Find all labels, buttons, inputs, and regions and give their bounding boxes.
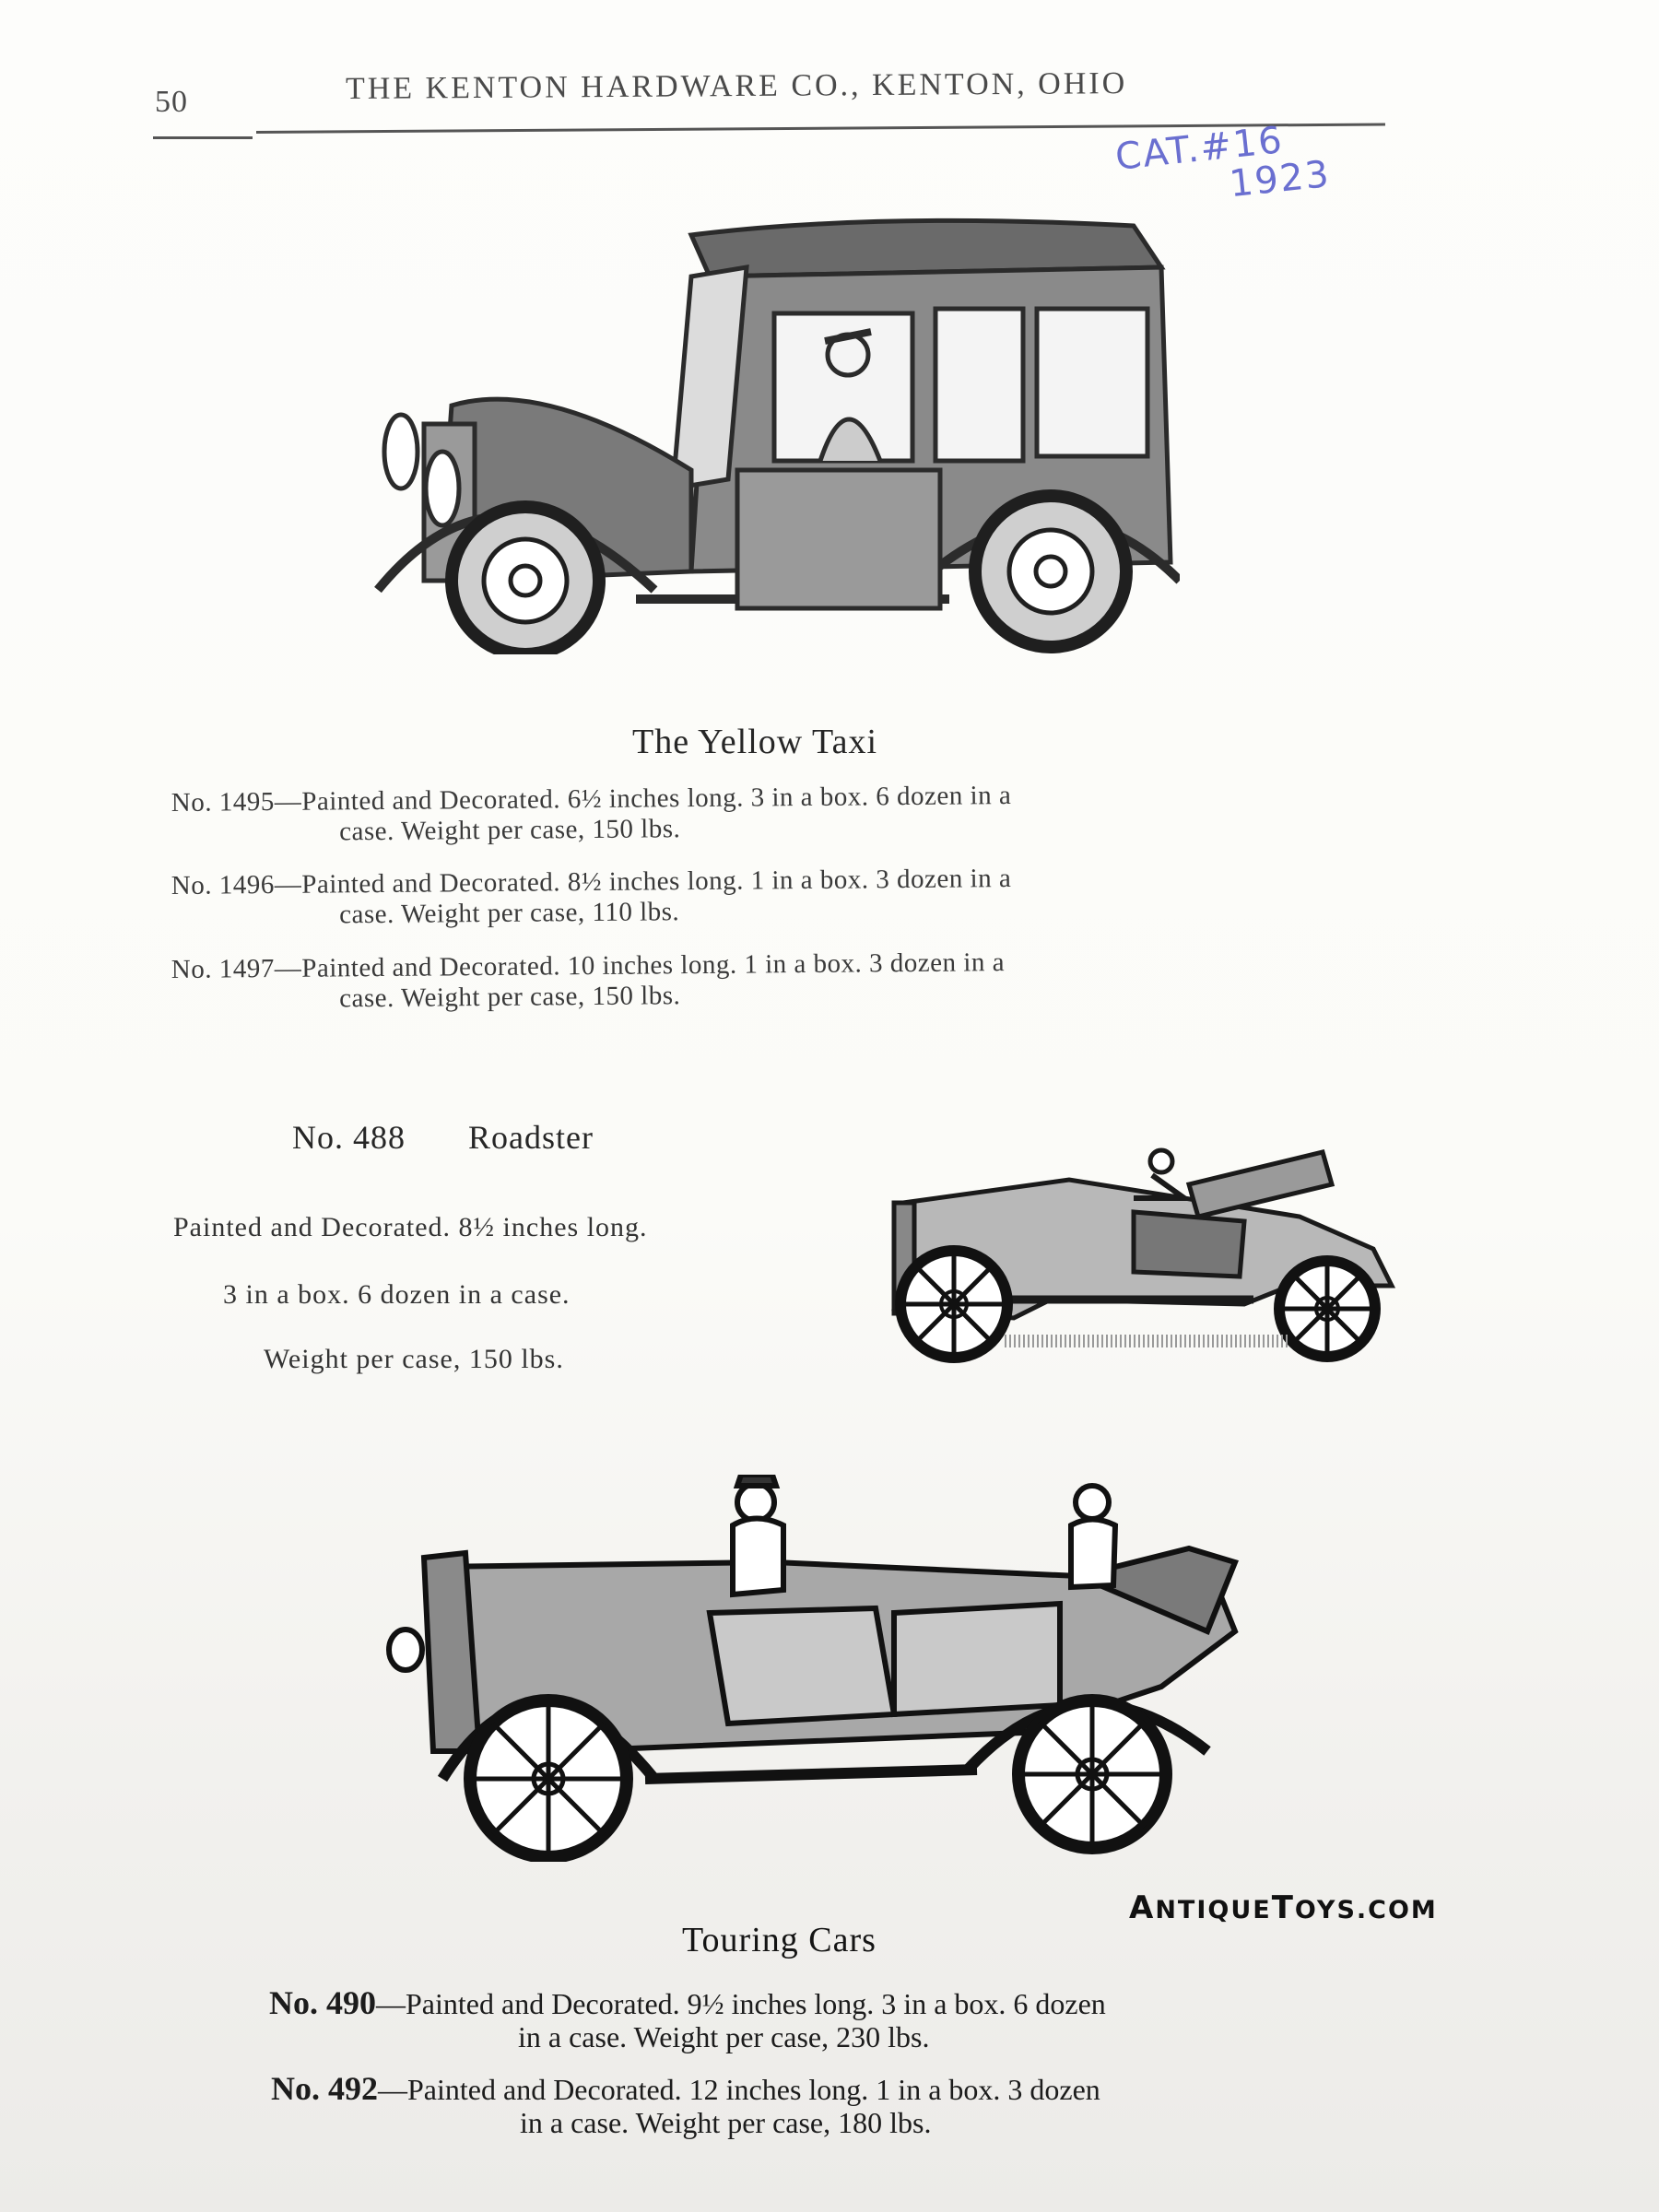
page-number: 50	[155, 85, 188, 119]
catalog-entry-1495: No. 1495—Painted and Decorated. 6½ inche…	[171, 781, 1012, 849]
entry-line-2: in a case. Weight per case, 230 lbs.	[518, 2020, 930, 2053]
watermark-letter-t: T	[1271, 1889, 1295, 1926]
antiquetoys-watermark: ANTIQUETOYS.COM	[1129, 1889, 1438, 1926]
entry-number: No. 490	[269, 1984, 376, 2021]
entry-number: No. 492	[271, 2070, 378, 2107]
roadster-title: No. 488 Roadster	[292, 1118, 594, 1157]
entry-line-2: case. Weight per case, 150 lbs.	[338, 814, 681, 847]
catalog-entry-492: No. 492—Painted and Decorated. 12 inches…	[271, 2072, 1100, 2139]
entry-line-2: in a case. Weight per case, 180 lbs.	[520, 2106, 932, 2139]
catalog-entry-490: No. 490—Painted and Decorated. 9½ inches…	[269, 1986, 1106, 2053]
roadster-illustration	[891, 1147, 1396, 1363]
yellow-taxi-title: The Yellow Taxi	[632, 723, 878, 761]
touring-cars-title: Touring Cars	[682, 1921, 877, 1959]
roadster-detail-3: Weight per case, 150 lbs.	[264, 1344, 564, 1374]
roadster-name: Roadster	[468, 1119, 594, 1156]
roadster-detail-1: Painted and Decorated. 8½ inches long.	[173, 1212, 648, 1242]
entry-line-1: —Painted and Decorated. 12 inches long. …	[378, 2073, 1100, 2106]
touring-car-illustration	[386, 1475, 1240, 1862]
yellow-taxi-illustration	[374, 218, 1180, 654]
entry-line-1: No. 1497—Painted and Decorated. 10 inche…	[171, 947, 1006, 984]
catalog-entry-1497: No. 1497—Painted and Decorated. 10 inche…	[171, 947, 1006, 1016]
catalog-entry-1496: No. 1496—Painted and Decorated. 8½ inche…	[171, 864, 1012, 932]
watermark-ntique: NTIQUE	[1155, 1896, 1272, 1924]
entry-line-1: No. 1495—Painted and Decorated. 6½ inche…	[171, 781, 1012, 818]
entry-line-1: —Painted and Decorated. 9½ inches long. …	[376, 1987, 1106, 2020]
roadster-number: No. 488	[292, 1119, 406, 1156]
page-header-title: THE KENTON HARDWARE CO., KENTON, OHIO	[345, 66, 1128, 106]
roadster-detail-2: 3 in a box. 6 dozen in a case.	[223, 1279, 571, 1310]
entry-line-2: case. Weight per case, 110 lbs.	[338, 897, 680, 930]
header-rule	[153, 136, 253, 139]
watermark-oys-com: OYS.COM	[1294, 1896, 1438, 1924]
entry-line-2: case. Weight per case, 150 lbs.	[338, 981, 681, 1014]
entry-line-1: No. 1496—Painted and Decorated. 8½ inche…	[171, 864, 1012, 901]
watermark-letter-a: A	[1129, 1889, 1156, 1926]
